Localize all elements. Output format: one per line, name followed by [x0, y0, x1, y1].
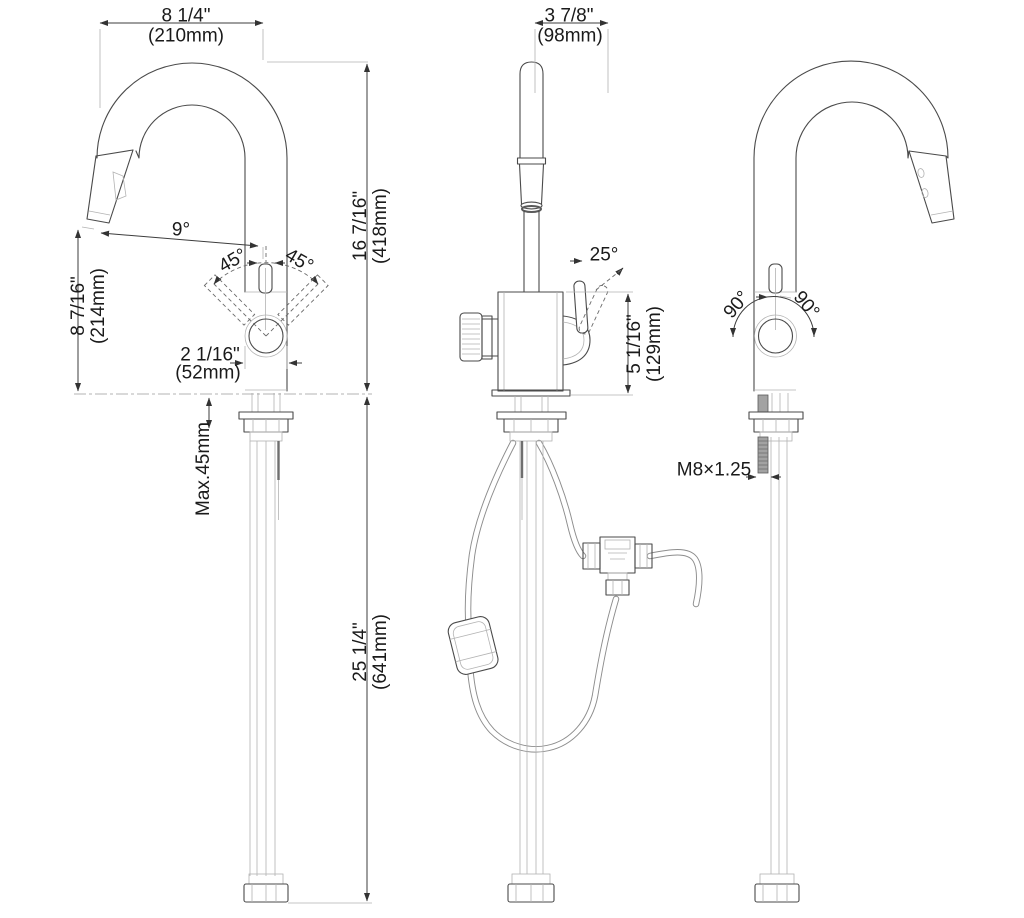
dim-spout-height-mm: (214mm) — [88, 267, 109, 345]
dim-spout-reach-mm: (210mm) — [147, 25, 225, 47]
dim-spout-reach-in: 8 1/4" — [161, 5, 211, 27]
dim-max-counter-thickness-text: Max.45mm — [193, 422, 215, 516]
middle-view-dimensions — [534, 19, 633, 396]
dim-max-counter-thickness: Max.45mm — [193, 422, 215, 516]
dim-height-above-counter-in: 16 7/16" — [350, 190, 372, 262]
right-view-dimensions — [729, 293, 818, 481]
thread-spec: M8×1.25 — [676, 459, 752, 481]
dim-spout-height-in: 8 7/16" — [68, 276, 90, 336]
dim-hose-length-in: 25 1/4" — [350, 622, 372, 682]
hose-weight — [447, 616, 499, 675]
middle-view-faucet — [459, 61, 609, 903]
dim-hose-length: 25 1/4" (641mm) — [350, 613, 391, 691]
left-view-dimensions — [74, 19, 372, 904]
dim-hose-length-mm: (641mm) — [370, 613, 391, 691]
left-view-faucet — [86, 62, 294, 903]
dim-handle-height-mm: (129mm) — [644, 305, 665, 383]
angle-spout: 9° — [171, 219, 191, 241]
dim-head-width-in: 3 7/8" — [544, 5, 594, 27]
angle-handle: 25° — [589, 244, 619, 266]
dim-height-above-counter-mm: (418mm) — [370, 187, 391, 265]
dim-body-width-mm: (52mm) — [175, 362, 241, 384]
right-view-faucet — [748, 60, 955, 903]
dim-handle-height: 5 1/16" (129mm) — [624, 305, 665, 383]
dim-body-width-in: 2 1/16" — [180, 344, 240, 366]
dim-height-above-counter: 16 7/16" (418mm) — [350, 187, 391, 265]
dim-spout-height: 8 7/16" (214mm) — [68, 267, 109, 345]
middle-view-hoses — [447, 439, 703, 753]
dim-head-width-mm: (98mm) — [537, 25, 603, 47]
dim-handle-height-in: 5 1/16" — [624, 314, 646, 374]
diverter-tee — [582, 536, 653, 596]
